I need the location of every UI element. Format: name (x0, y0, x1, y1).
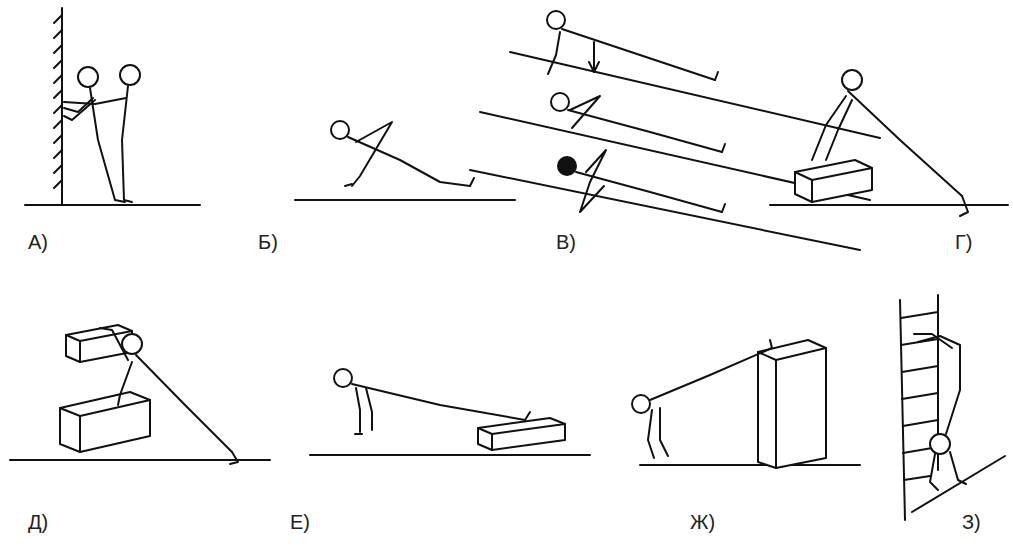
knee-pushup-figure-part (331, 121, 349, 139)
wall-bars-handstand-figure-part (901, 312, 938, 318)
incline-pushup-sequence-part (568, 110, 722, 152)
figure-letter: Г) (955, 232, 973, 252)
bench-pushup-figure-part (842, 70, 862, 90)
incline-pushup-sequence-part (722, 144, 725, 152)
wall-bars-handstand-figure-part (903, 420, 938, 426)
feet-high-pushup-figure-part (660, 408, 668, 456)
figure-letter: В) (556, 232, 576, 252)
feet-high-pushup-figure-part (640, 464, 860, 466)
feet-raised-pushup-figure-part (478, 418, 565, 450)
figure-letter: Б) (258, 232, 278, 252)
feet-high-pushup-figure-part (650, 348, 772, 400)
bench-pushup-figure-part (811, 180, 813, 202)
bench-pushup-figure-part (795, 160, 872, 202)
knee-pushup-figure-part (352, 122, 392, 186)
feet-raised-pushup-figure-part (355, 433, 362, 435)
figure-letter: А) (28, 232, 48, 252)
step-pushup-figure-part (60, 400, 150, 416)
wall-bars-handstand-figure-part (930, 434, 950, 454)
figure-letter: Ж) (690, 512, 715, 532)
feet-high-pushup-figure-part (770, 340, 772, 348)
knee-pushup-figure-part (345, 184, 352, 186)
bench-pushup-figure-part (960, 196, 968, 216)
step-pushup-figure-part (118, 362, 132, 405)
knee-pushup-figure-part (348, 137, 470, 186)
feet-raised-pushup-figure-part (525, 412, 530, 420)
wall-bars-handstand-figure-part (918, 336, 960, 434)
incline-pushup-sequence-part (548, 32, 560, 74)
bench-pushup-figure-part (826, 100, 852, 160)
step-pushup-figure (10, 325, 270, 464)
incline-pushup-sequence-part (551, 93, 569, 111)
incline-pushup-sequence-part (570, 96, 600, 128)
step-pushup-figure-part (230, 452, 238, 464)
feet-raised-pushup-figure-part (366, 388, 372, 430)
feet-high-pushup-figure-part (758, 340, 826, 468)
feet-raised-pushup-figure-part (478, 424, 565, 434)
incline-pushup-sequence-part (715, 72, 718, 80)
feet-high-pushup-figure-part (648, 410, 654, 458)
feet-raised-pushup-figure-part (334, 369, 352, 387)
wall-pushup-figure-part (25, 204, 200, 206)
figure-letter: З) (962, 512, 981, 532)
wall-pushup-figure-part (90, 88, 125, 202)
step-pushup-figure-part (136, 355, 232, 452)
incline-pushup-sequence-part (593, 42, 595, 70)
incline-pushup-sequence-part (547, 11, 565, 29)
incline-pushup-sequence-part (589, 62, 599, 72)
feet-high-pushup-figure-part (775, 360, 777, 468)
knee-pushup-figure (295, 121, 515, 200)
wall-pushup-figure-part (120, 65, 140, 85)
feet-raised-pushup-figure-part (356, 388, 360, 432)
bench-pushup-figure-part (848, 91, 962, 196)
incline-pushup-sequence-part (510, 52, 880, 138)
feet-raised-pushup-figure (310, 369, 590, 455)
feet-high-pushup-figure-part (632, 395, 650, 413)
incline-pushup-sequence (470, 11, 880, 250)
step-pushup-figure-part (122, 334, 142, 354)
incline-pushup-sequence-part (558, 157, 576, 175)
wall-bars-handstand-figure-part (904, 476, 930, 480)
bench-pushup-figure-part (770, 204, 1008, 206)
figure-letter: Д) (28, 512, 48, 532)
wall-bars-handstand-figure-part (902, 393, 938, 399)
step-pushup-figure-part (79, 341, 81, 362)
wall-bars-handstand-figure-part (902, 366, 938, 372)
step-pushup-figure-part (79, 416, 81, 452)
figure-letter: Е) (290, 512, 310, 532)
wall-bars-handstand-figure-part (900, 300, 905, 520)
incline-pushup-sequence-part (580, 150, 606, 212)
feet-high-pushup-figure (632, 340, 860, 468)
wall-pushup-figure-part (78, 67, 98, 87)
wall-bars-handstand-figure (900, 295, 1005, 520)
wall-pushup-figure (25, 8, 200, 205)
wall-pushup-figure-part (64, 98, 126, 104)
step-pushup-figure-part (100, 328, 128, 360)
feet-raised-pushup-figure-part (491, 434, 493, 450)
incline-pushup-sequence-part (722, 204, 725, 212)
incline-pushup-sequence-part (562, 29, 715, 80)
wall-pushup-figure-part (54, 15, 62, 188)
step-pushup-figure-part (60, 392, 150, 452)
knee-pushup-figure-part (470, 178, 474, 186)
wall-bars-handstand-figure-part (914, 334, 952, 348)
wall-bars-handstand-figure-part (930, 454, 938, 490)
feet-raised-pushup-figure-part (352, 384, 525, 420)
wall-pushup-figure-part (122, 86, 132, 202)
wall-bars-handstand-figure-part (912, 456, 1005, 512)
knee-pushup-figure-part (295, 199, 515, 201)
bench-pushup-figure (770, 70, 1008, 216)
feet-raised-pushup-figure-part (310, 454, 590, 456)
bench-pushup-figure-part (795, 168, 872, 180)
wall-bars-handstand-figure-part (950, 452, 966, 484)
step-pushup-figure-part (10, 459, 270, 461)
